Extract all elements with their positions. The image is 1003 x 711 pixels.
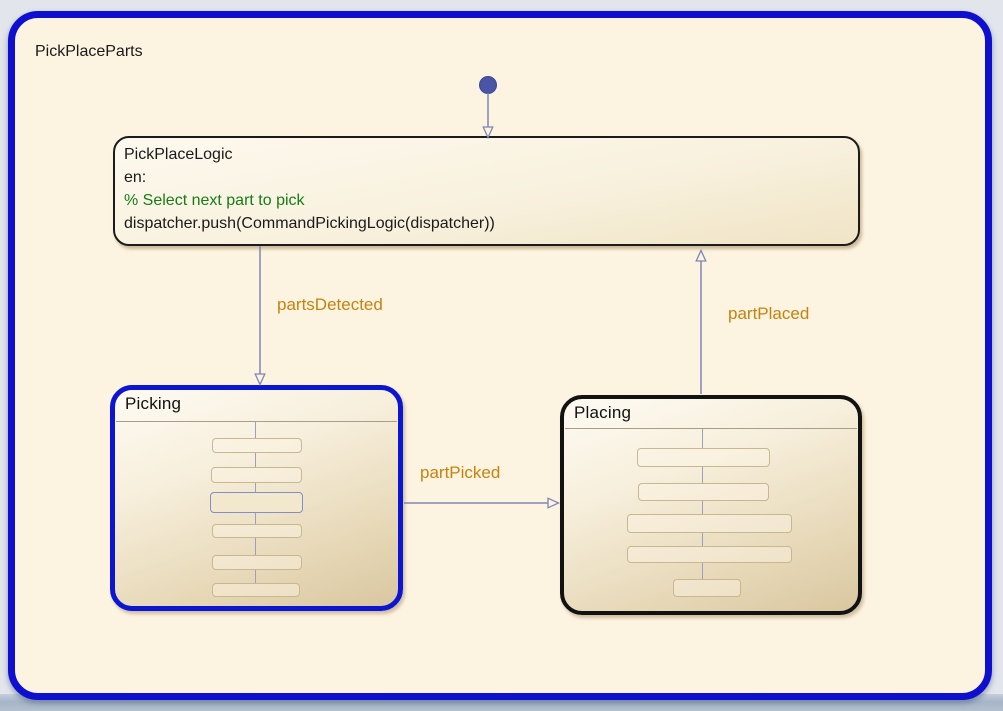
- arrowhead-up: [695, 248, 707, 262]
- arrowhead-right: [547, 497, 561, 509]
- transition-partplaced[interactable]: [695, 248, 707, 395]
- subchart-node: [638, 483, 769, 501]
- state-title-separator: [116, 421, 397, 422]
- subchart-connector: [255, 453, 256, 467]
- state-placing-name: Placing: [574, 403, 632, 422]
- subchart-connector: [255, 422, 256, 438]
- subchart-node: [627, 514, 792, 533]
- subchart-node: [212, 524, 302, 538]
- subchart-node: [212, 583, 300, 597]
- subchart-connector: [702, 501, 703, 514]
- subchart-node: [212, 438, 302, 453]
- state-picking-name: Picking: [125, 394, 182, 413]
- subchart-connector: [255, 483, 256, 492]
- subchart-connector: [255, 570, 256, 583]
- subchart-node: [673, 579, 741, 597]
- transition-partpicked[interactable]: [404, 497, 561, 509]
- subchart-connector: [255, 513, 256, 524]
- subchart-connector: [255, 538, 256, 555]
- transition-label-partplaced[interactable]: partPlaced: [728, 304, 810, 323]
- state-title-separator: [565, 428, 857, 429]
- initial-state-dot[interactable]: [479, 76, 497, 94]
- subchart-node: [637, 448, 770, 467]
- default-transition[interactable]: [479, 76, 497, 140]
- transition-partsdetected[interactable]: [254, 246, 266, 387]
- subchart-connector: [702, 563, 703, 579]
- arrowhead-down: [254, 373, 266, 387]
- subchart-node-selected: [210, 492, 303, 513]
- subchart-node: [627, 546, 792, 563]
- subchart-node: [211, 467, 302, 483]
- state-pickplacelogic[interactable]: PickPlaceLogic en: % Select next part to…: [113, 136, 860, 246]
- state-picking[interactable]: Picking: [110, 385, 403, 611]
- subchart-node: [212, 555, 302, 570]
- subchart-connector: [702, 429, 703, 448]
- state-placing[interactable]: Placing: [560, 395, 862, 615]
- chart-title: PickPlaceParts: [35, 43, 143, 60]
- subchart-connector: [702, 533, 703, 546]
- state-pickplacelogic-entry-label: en:: [124, 169, 147, 186]
- transition-label-partsdetected[interactable]: partsDetected: [277, 295, 383, 314]
- state-pickplacelogic-comment: % Select next part to pick: [124, 192, 305, 209]
- state-pickplacelogic-action: dispatcher.push(CommandPickingLogic(disp…: [124, 215, 495, 232]
- state-pickplacelogic-name: PickPlaceLogic: [124, 146, 233, 163]
- transition-label-partpicked[interactable]: partPicked: [420, 463, 501, 482]
- arrowhead-down: [482, 126, 494, 140]
- subchart-connector: [702, 467, 703, 483]
